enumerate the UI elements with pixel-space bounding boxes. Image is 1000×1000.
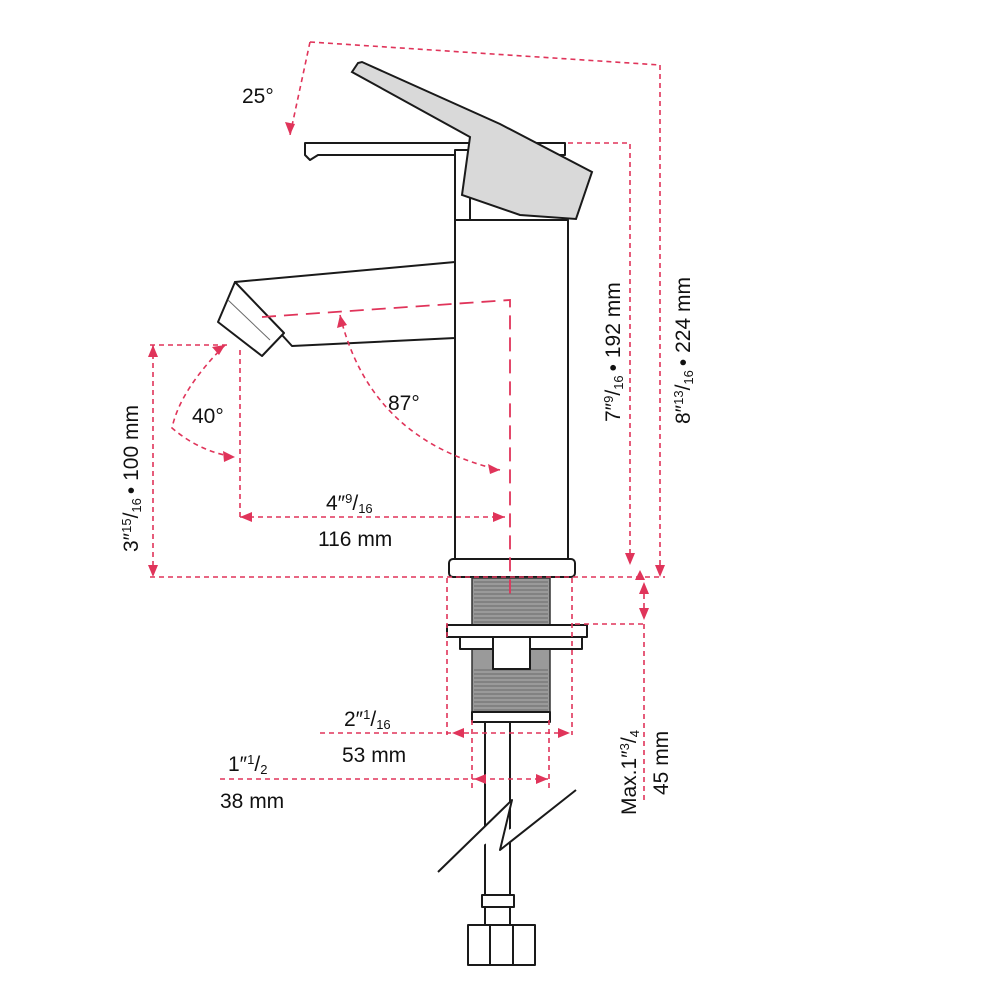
aerator-angle-label: 40°	[192, 405, 224, 428]
reach-inch-label: 4″9/16	[326, 491, 373, 516]
hole-diameter-mm-label: 38 mm	[220, 790, 284, 813]
max-deck-mm-label: 45 mm	[650, 731, 673, 795]
faucet-drawing	[217, 60, 594, 966]
max-deck-thickness-label: Max.1″3/4	[617, 730, 642, 815]
total-height-label: 8″13/16• 224 mm	[671, 277, 696, 424]
reach-mm-label: 116 mm	[318, 528, 392, 551]
dimension-lines	[148, 41, 665, 800]
shank-base	[471, 711, 551, 723]
spout-height-label: 3″15/16• 100 mm	[119, 405, 144, 552]
mounting-washer	[446, 624, 588, 638]
lever-handle	[350, 60, 594, 221]
spout-angle-label: 87°	[388, 392, 420, 415]
dimension-labels: 25° 87° 40° 4″9/16 116 mm 3″15/16• 100 m…	[119, 85, 696, 815]
lever-angle-label: 25°	[242, 85, 274, 108]
hex-nut	[467, 924, 536, 966]
body-base-ring	[448, 558, 576, 578]
break-line	[437, 789, 577, 873]
faucet-body	[454, 219, 569, 561]
base-diameter-inch-label: 2″1/16	[344, 707, 391, 732]
hose-ring	[481, 894, 515, 908]
base-diameter-mm-label: 53 mm	[342, 744, 406, 767]
hole-diameter-inch-label: 1″1/2	[228, 752, 267, 777]
mounting-bracket	[492, 636, 531, 670]
body-height-label: 7″9/16• 192 mm	[601, 282, 626, 422]
spout	[234, 261, 456, 347]
